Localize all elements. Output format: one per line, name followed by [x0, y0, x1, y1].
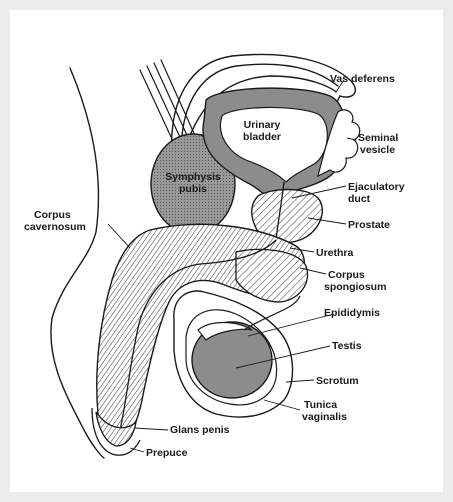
label-corpus-spongiosum-2: spongiosum	[324, 281, 386, 293]
label-seminal-vesicle-1: Seminal	[358, 132, 398, 144]
label-vas-deferens: Vas deferens	[330, 73, 395, 85]
label-epididymis: Epididymis	[324, 307, 380, 319]
label-scrotum: Scrotum	[316, 375, 359, 387]
label-testis: Testis	[332, 340, 362, 352]
label-prostate: Prostate	[348, 219, 390, 231]
label-prepuce: Prepuce	[146, 447, 188, 459]
label-urinary-bladder-1: Urinary	[244, 119, 281, 131]
label-tunica-vaginalis-2: vaginalis	[302, 411, 347, 423]
label-urinary-bladder-2: bladder	[243, 131, 281, 143]
label-corpus-cavernosum-1: Corpus	[34, 209, 71, 221]
label-urethra: Urethra	[316, 247, 354, 259]
body-outline	[51, 68, 104, 458]
label-symphysis-pubis-2: pubis	[179, 183, 207, 195]
label-ejaculatory-duct-2: duct	[348, 193, 371, 205]
label-tunica-vaginalis-1: Tunica	[304, 399, 337, 411]
label-ejaculatory-duct-1: Ejaculatory	[348, 181, 405, 193]
label-glans-penis: Glans penis	[170, 424, 230, 436]
label-seminal-vesicle-2: vesicle	[360, 144, 395, 156]
corpus-spongiosum	[236, 249, 308, 302]
label-corpus-cavernosum-2: cavernosum	[24, 221, 86, 233]
label-corpus-spongiosum-1: Corpus	[328, 269, 365, 281]
label-symphysis-pubis-1: Symphysis	[165, 171, 221, 183]
